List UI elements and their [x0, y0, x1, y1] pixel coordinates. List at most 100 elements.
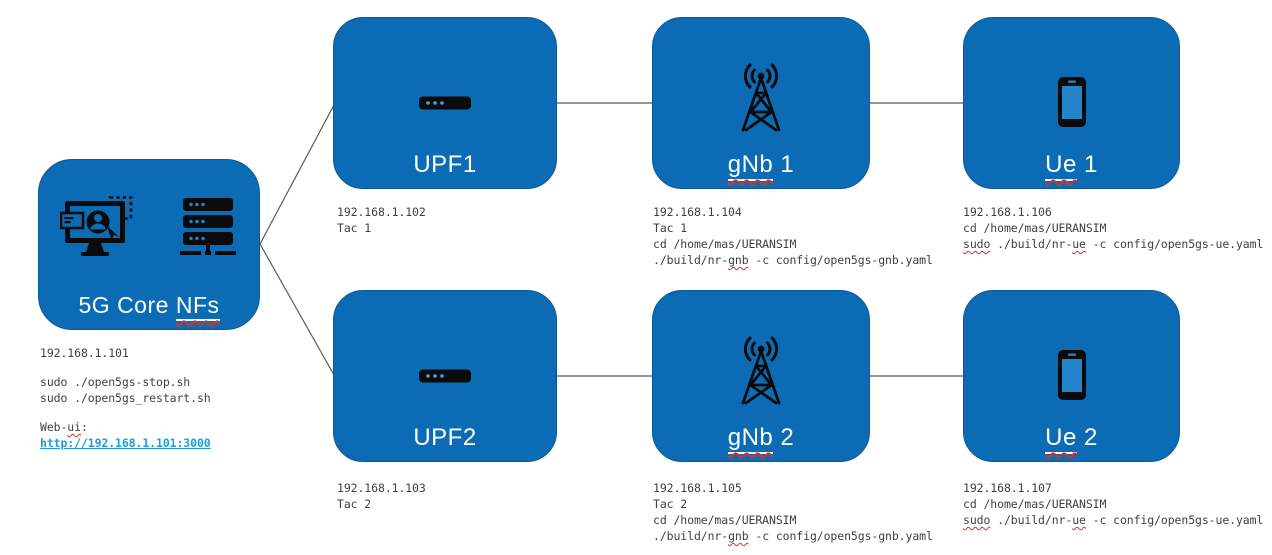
misspelled-word: sudo	[963, 513, 991, 527]
node-gnb2: gNb 2	[652, 290, 870, 462]
node-ue1: Ue 1	[963, 17, 1180, 189]
info-line: Tac 1	[653, 220, 933, 236]
info-line: 192.168.1.101	[40, 345, 211, 361]
node-label-core: 5G Core NFs	[39, 292, 259, 321]
info-line: 192.168.1.107	[963, 480, 1263, 496]
info-text: 192.168.1.106	[963, 205, 1052, 219]
core-annotation: 192.168.1.101 sudo ./open5gs-stop.sh sudo …	[40, 345, 211, 451]
info-text: sudo ./open5gs_restart.sh	[40, 391, 211, 405]
info-text: cd /home/mas/UERANSIM	[963, 497, 1107, 511]
node-gnb1: gNb 1	[652, 17, 870, 189]
info-text: -c config/open5gs-ue.yaml	[1085, 513, 1264, 527]
info-line: ./build/nr-gnb -c config/open5gs-gnb.yam…	[653, 252, 933, 268]
misspelled-word: gnb	[728, 253, 749, 267]
info-line: Tac 2	[653, 496, 933, 512]
label-text: 2	[773, 424, 795, 451]
info-text: Tac 2	[337, 497, 372, 511]
label-text: UPF2	[413, 424, 477, 451]
node-ue2: Ue 2	[963, 290, 1180, 462]
info-line: 192.168.1.102	[337, 204, 426, 220]
info-text: -c config/open5gs-ue.yaml	[1085, 237, 1264, 251]
info-text: Web-	[40, 420, 68, 434]
info-line: http://192.168.1.101:3000	[40, 435, 211, 451]
connector-core-upf1	[259, 104, 335, 245]
misspelled-word: ue	[1072, 513, 1086, 527]
info-line: sudo ./build/nr-ue -c config/open5gs-ue.…	[963, 236, 1263, 252]
info-text: -c config/open5gs-gnb.yaml	[748, 529, 933, 543]
misspelled-word: NFs	[175, 292, 220, 321]
workstation-avatar-icon	[60, 196, 133, 256]
misspelled-word: Ue	[1045, 151, 1077, 181]
misspelled-word: gNb	[727, 424, 774, 454]
info-text: Tac 2	[653, 497, 688, 511]
info-line: 192.168.1.104	[653, 204, 933, 220]
node-upf1: UPF1	[333, 17, 557, 189]
smartphone-icon	[1057, 350, 1086, 400]
info-line: 192.168.1.106	[963, 204, 1263, 220]
info-text: 192.168.1.105	[653, 481, 742, 495]
server-rack-icon	[180, 198, 236, 255]
web-ui-link[interactable]: http://192.168.1.101:3000	[40, 436, 211, 450]
info-line: Web-ui:	[40, 419, 211, 435]
info-text: :	[80, 420, 88, 434]
node-5g-core: 5G Core NFs	[38, 159, 260, 330]
misspelled-word: gnb	[728, 529, 749, 543]
info-line: ./build/nr-gnb -c config/open5gs-gnb.yam…	[653, 528, 933, 544]
gnb1-icon-wrap	[653, 62, 869, 138]
node-label-ue2: Ue 2	[964, 424, 1179, 454]
node-label-upf1: UPF1	[334, 151, 556, 179]
info-line: Tac 1	[337, 220, 426, 236]
label-text: 1	[1076, 151, 1098, 178]
misspelled-word: gNb	[727, 151, 774, 181]
upf1-icon-wrap	[334, 96, 556, 110]
misspelled-word: ui	[67, 420, 81, 434]
radio-tower-icon	[741, 63, 781, 132]
node-label-ue1: Ue 1	[964, 151, 1179, 181]
gnb2-icon-wrap	[653, 335, 869, 411]
info-text: Tac 1	[337, 221, 372, 235]
info-text: 192.168.1.107	[963, 481, 1052, 495]
misspelled-word: sudo	[963, 237, 991, 251]
info-text: ./build/nr-	[990, 237, 1073, 251]
info-text: 192.168.1.102	[337, 205, 426, 219]
info-text: Tac 1	[653, 221, 688, 235]
info-line: cd /home/mas/UERANSIM	[653, 512, 933, 528]
info-text: cd /home/mas/UERANSIM	[653, 513, 797, 527]
info-text: sudo ./open5gs-stop.sh	[40, 375, 191, 389]
info-text: 192.168.1.103	[337, 481, 426, 495]
node-label-gnb1: gNb 1	[653, 151, 869, 181]
label-text: 1	[773, 151, 795, 178]
info-line	[40, 406, 211, 419]
label-text: 2	[1076, 424, 1098, 451]
info-text: ./build/nr-	[653, 529, 729, 543]
info-line: cd /home/mas/UERANSIM	[653, 236, 933, 252]
ue1-icon-wrap	[964, 76, 1179, 128]
upf2-icon-wrap	[334, 369, 556, 383]
node-upf2: UPF2	[333, 290, 557, 462]
info-text: -c config/open5gs-gnb.yaml	[748, 253, 933, 267]
info-text: cd /home/mas/UERANSIM	[963, 221, 1107, 235]
info-line: sudo ./open5gs-stop.sh	[40, 374, 211, 390]
node-label-gnb2: gNb 2	[653, 424, 869, 454]
node-label-upf2: UPF2	[334, 424, 556, 452]
info-line: cd /home/mas/UERANSIM	[963, 496, 1263, 512]
connector-core-upf2	[259, 243, 335, 376]
info-text: ./build/nr-	[990, 513, 1073, 527]
misspelled-word: Ue	[1045, 424, 1077, 454]
info-text: 192.168.1.101	[40, 346, 129, 360]
info-line: sudo ./build/nr-ue -c config/open5gs-ue.…	[963, 512, 1263, 528]
ue2-icon-wrap	[964, 349, 1179, 401]
info-line: 192.168.1.103	[337, 480, 426, 496]
network-device-icon	[419, 369, 471, 383]
info-text: ./build/nr-	[653, 253, 729, 267]
misspelled-word: ue	[1072, 237, 1086, 251]
info-line: Tac 2	[337, 496, 426, 512]
label-text: 5G Core	[78, 292, 176, 318]
